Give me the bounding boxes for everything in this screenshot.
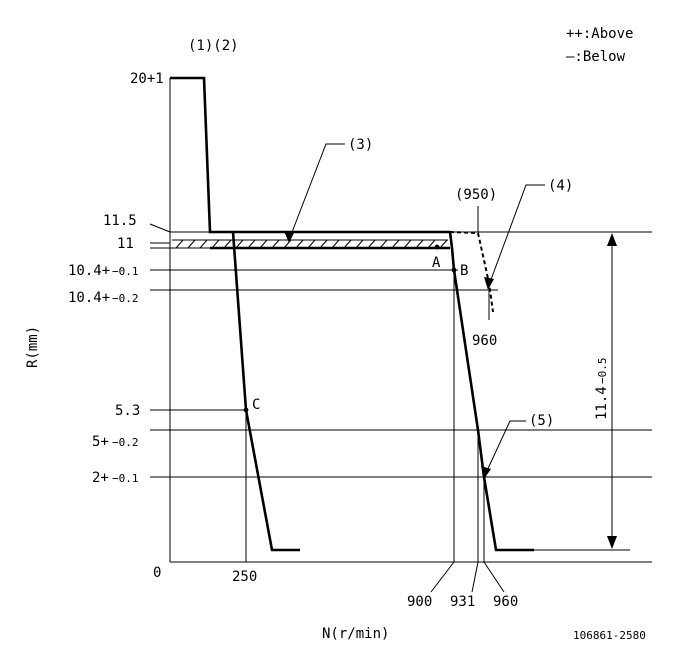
point-c-dot (243, 407, 249, 413)
x-leader-931 (471, 561, 479, 593)
y-tick-10-4a-sub: −0.1 (112, 265, 139, 278)
hatch-mark (235, 239, 244, 249)
hatch-mark (259, 239, 268, 249)
leader-11-5 (149, 223, 171, 233)
hatch-mark (343, 239, 352, 249)
x-tick-900: 900 (407, 594, 432, 610)
callout-3-leader (288, 143, 345, 241)
x-leader-900 (430, 561, 455, 593)
point-a-label: A (432, 255, 441, 271)
hatch-mark (427, 239, 436, 249)
y-tick-11: 11 (117, 236, 134, 252)
x-tick-960: 960 (493, 594, 518, 610)
y-tick-5: 5+ (92, 434, 109, 450)
y-tick-10-4b: 10.4+ (68, 290, 110, 306)
y-tick-10-4a: 10.4+ (68, 263, 110, 279)
y-axis-title: R(mm) (25, 326, 41, 368)
label-960-upper: 960 (472, 333, 497, 349)
y-tick-2-sub: −0.1 (112, 472, 139, 485)
hatch-mark (367, 239, 376, 249)
point-a-dot (434, 244, 440, 250)
hatch-mark (295, 239, 304, 249)
dim-arrow-top (607, 233, 617, 246)
y-tick-10-4b-sub: −0.2 (112, 292, 139, 305)
dimension-sub: −0.5 (596, 358, 609, 385)
hatch-mark (211, 239, 220, 249)
y-tick-5-sub: −0.2 (112, 436, 139, 449)
x-tick-250: 250 (232, 569, 257, 585)
callout-3-arrowhead (284, 231, 294, 243)
callout-3: (3) (348, 137, 373, 153)
x-axis-title: N(r/min) (322, 626, 389, 642)
label-1-2: (1)(2) (188, 38, 239, 54)
hatch-mark (199, 239, 208, 249)
callout-5: (5) (529, 413, 554, 429)
x-leader-960 (483, 561, 505, 593)
figure-id: 106861-2580 (573, 629, 646, 642)
y-tick-2: 2+ (92, 470, 109, 486)
hatch-mark (439, 239, 448, 249)
hatch-mark (355, 239, 364, 249)
hatch-mark (403, 239, 412, 249)
hatch-mark (379, 239, 388, 249)
dim-arrow-bottom (607, 536, 617, 549)
callout-4: (4) (548, 178, 573, 194)
legend-below: —:Below (566, 49, 626, 65)
y-tick-5-3: 5.3 (115, 403, 140, 419)
callout-5-arrowhead (481, 466, 491, 479)
y-axis-title-group: R(mm) (25, 326, 41, 368)
callout-4-arrowhead (484, 277, 494, 290)
hatched-band (172, 239, 448, 249)
hatch-mark (331, 239, 340, 249)
legend-above: ++:Above (566, 26, 633, 42)
point-b-label: B (460, 263, 468, 279)
label-950: (950) (455, 187, 497, 203)
hatch-mark (247, 239, 256, 249)
y-tick-20: 20+1 (130, 71, 164, 87)
hatch-mark (271, 239, 280, 249)
hatch-mark (223, 239, 232, 249)
callout-4-leader (488, 184, 545, 286)
curve-above-dashed (449, 231, 494, 313)
dimension-label: 11.4 −0.5 (594, 358, 610, 421)
callout-5-leader (484, 420, 526, 476)
curve-inner (231, 231, 300, 552)
point-b-dot (451, 267, 457, 273)
hatch-mark (187, 239, 196, 249)
y-tick-11-5: 11.5 (103, 213, 137, 229)
x-tick-931: 931 (450, 594, 475, 610)
hatch-mark (319, 239, 328, 249)
hatch-mark (175, 239, 184, 249)
dimension-main: 11.4 (594, 386, 610, 420)
hatch-mark (307, 239, 316, 249)
hatch-mark (391, 239, 400, 249)
hatch-mark (415, 239, 424, 249)
hatch-mark (283, 239, 292, 249)
curve-left (170, 76, 534, 552)
point-c-label: C (252, 397, 260, 413)
x-origin: 0 (153, 565, 161, 581)
